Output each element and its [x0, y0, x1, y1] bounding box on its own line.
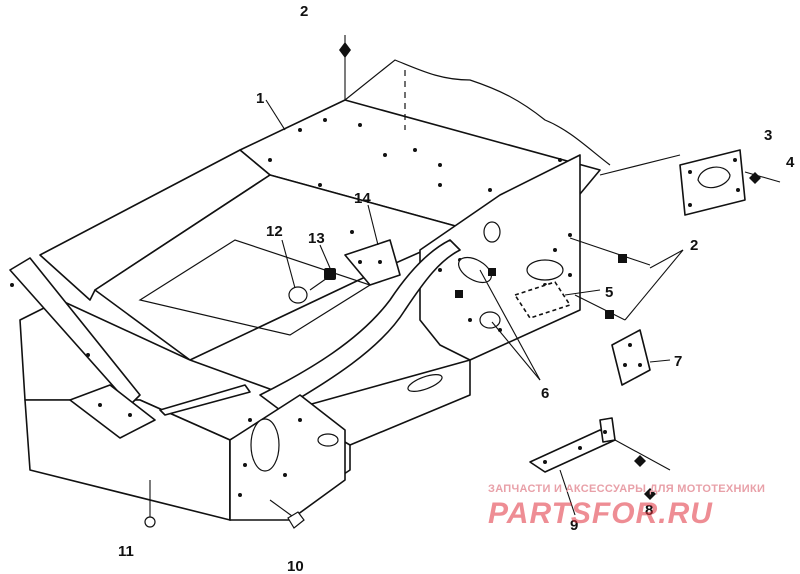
callout-13: 13: [308, 230, 325, 247]
watermark: ЗАПЧАСТИ И АКСЕССУАРЫ ДЛЯ МОТОТЕХНИКИ PA…: [488, 483, 765, 530]
plate-7: [611, 329, 651, 386]
callout-2-right: 2: [690, 237, 698, 254]
grommet-12: [288, 286, 308, 304]
bushing-13: [309, 268, 336, 291]
bracket-9: [529, 417, 616, 473]
leader-lines: [265, 99, 684, 516]
main-frame: [9, 59, 611, 521]
callout-9: 9: [570, 517, 578, 534]
callout-4: 4: [786, 154, 795, 171]
callout-12: 12: [266, 223, 283, 240]
fasteners: [144, 35, 781, 529]
plate-3: [599, 149, 746, 216]
callout-11: 11: [118, 543, 134, 560]
callout-6: 6: [541, 385, 549, 402]
callout-10: 10: [287, 558, 304, 574]
watermark-caption: ЗАПЧАСТИ И АКСЕССУАРЫ ДЛЯ МОТОТЕХНИКИ: [488, 483, 765, 495]
callout-labels: 2 1 3 4 14 12 13 2 5 7 6 9 8 11 10: [118, 3, 795, 574]
callout-8: 8: [645, 502, 653, 519]
callout-5: 5: [605, 284, 613, 301]
block-5: [514, 281, 571, 319]
callout-2-top: 2: [300, 3, 308, 20]
watermark-logo: PARTSFOR.RU: [488, 497, 713, 530]
callout-7: 7: [674, 353, 682, 370]
callout-3: 3: [764, 127, 772, 144]
callout-1: 1: [256, 90, 264, 107]
mount-bracket: [344, 230, 401, 286]
callout-14: 14: [354, 190, 371, 207]
